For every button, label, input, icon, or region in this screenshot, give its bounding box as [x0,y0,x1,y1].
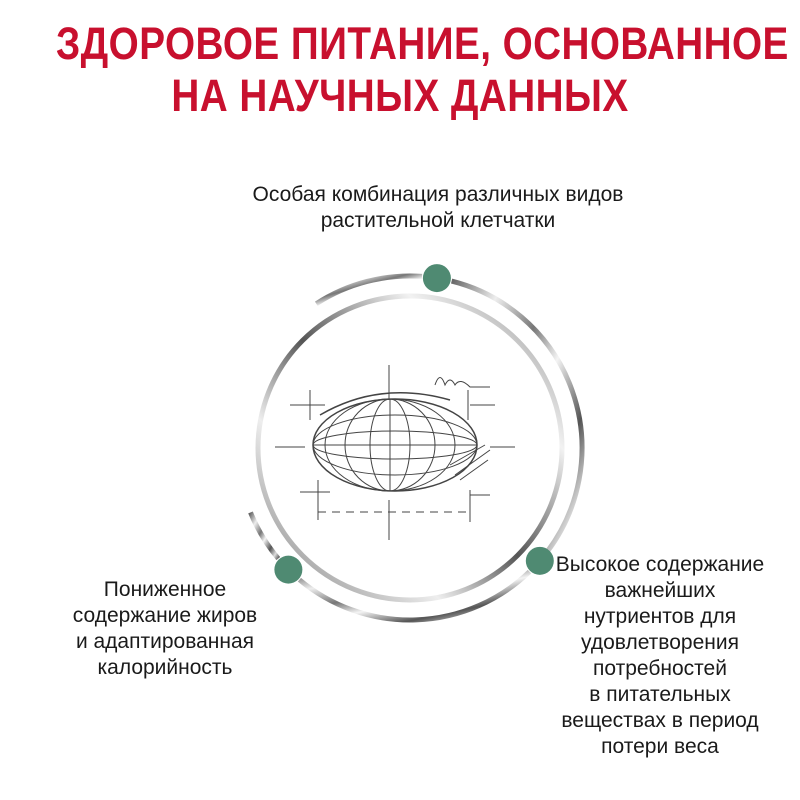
benefit-low-fat: Пониженное содержание жиров и адаптирова… [0,577,330,681]
bullet-dot-icon [525,546,554,575]
benefit-nutrients: Высокое содержание важнейших нутриентов … [520,552,800,760]
outer-ring-arc [297,569,532,623]
benefit-fiber: Особая комбинация различных видов растит… [0,182,800,234]
benefit-text: веществах в период [561,709,759,732]
benefit-text: в питательных [589,683,731,706]
title-line-2: НА НАУЧНЫХ ДАННЫХ [171,70,629,121]
benefit-text: Особая комбинация различных видов [252,183,624,206]
benefit-text: важнейших [604,579,716,602]
outer-ring-arc [248,511,281,561]
benefit-text: содержание жиров [72,604,258,627]
benefit-text: нутриентов для [583,605,737,628]
benefit-text: и адаптированная [75,630,255,653]
benefit-text: потребностей [593,657,727,680]
kibble-sketch-icon [275,365,515,540]
outer-ring-arc [314,273,423,306]
title-line-1: ЗДОРОВОЕ ПИТАНИЕ, ОСНОВАННОЕ [56,18,789,69]
inner-ring [255,293,565,603]
page-title: ЗДОРОВОЕ ПИТАНИЕ, ОСНОВАННОЕ НА НАУЧНЫХ … [56,18,789,122]
benefit-text: удовлетворения [581,631,739,654]
benefit-text: Высокое содержание [555,553,765,576]
benefit-text: потери веса [601,735,719,758]
bullet-dot-icon [422,264,451,293]
benefit-text: растительной клетчатки [320,209,556,232]
benefit-text: Пониженное [103,578,227,601]
benefit-text: калорийность [97,656,233,679]
bullet-dot-icon [274,555,303,584]
outer-ring [248,273,585,623]
outer-ring-arc [451,278,585,554]
